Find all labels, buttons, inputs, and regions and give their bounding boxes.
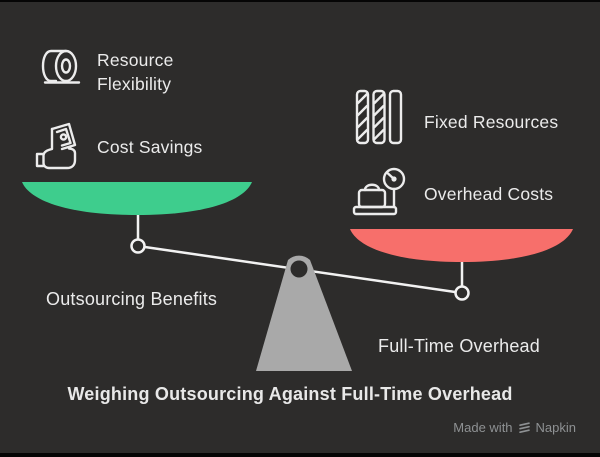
watermark-prefix-text: Made with bbox=[453, 420, 513, 435]
napkin-watermark[interactable]: Made with Napkin bbox=[453, 420, 576, 435]
weighing-scale-icon bbox=[352, 167, 406, 216]
left-item-label-resource-flexibility: Resource Flexibility bbox=[97, 50, 174, 94]
right-item-label-overhead-costs: Overhead Costs bbox=[424, 184, 554, 204]
watermark-brand-text: Napkin bbox=[535, 420, 576, 435]
diagram-title: Weighing Outsourcing Against Full-Time O… bbox=[67, 384, 513, 404]
right-pan-caption: Full-Time Overhead bbox=[378, 336, 540, 356]
bottom-edge-bar bbox=[0, 453, 600, 457]
fulcrum-weight bbox=[256, 255, 352, 371]
left-joint-circle bbox=[130, 238, 146, 254]
hatched-columns-icon bbox=[355, 89, 403, 145]
fulcrum-hole bbox=[290, 260, 308, 278]
right-item-label-fixed-resources: Fixed Resources bbox=[424, 112, 559, 132]
left-pan-bowl bbox=[22, 182, 252, 215]
cash-in-hand-icon bbox=[35, 122, 77, 170]
top-edge-bar bbox=[0, 0, 600, 2]
left-item-label-cost-savings: Cost Savings bbox=[97, 137, 203, 157]
right-joint-circle bbox=[454, 285, 470, 301]
roll-icon bbox=[41, 49, 81, 84]
right-pan-bowl bbox=[350, 229, 573, 262]
left-pan-caption: Outsourcing Benefits bbox=[46, 289, 218, 309]
napkin-logo-icon bbox=[518, 422, 530, 433]
